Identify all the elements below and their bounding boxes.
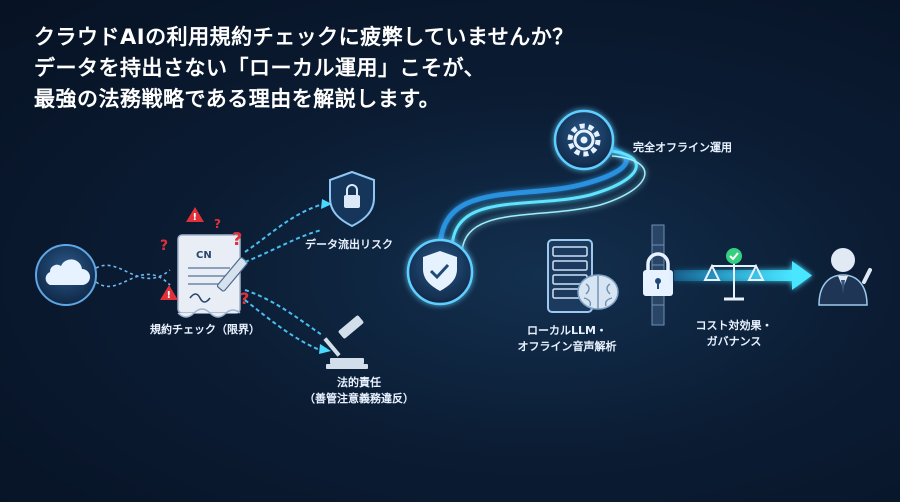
svg-text:?: ? <box>232 229 242 250</box>
label-offline-operation: 完全オフライン運用 <box>633 141 732 154</box>
svg-text:!: ! <box>167 290 172 301</box>
headline-line-3: 最強の法務戦略である理由を解説します。 <box>34 87 441 111</box>
arrow-heads <box>319 199 332 354</box>
svg-text:?: ? <box>240 289 249 308</box>
padlock-icon <box>643 252 673 296</box>
label-cost-line-2: ガバナンス <box>706 335 762 348</box>
cloud-to-document-links <box>95 264 171 288</box>
headline-line-2: データを持出さない「ローカル運用」こそが、 <box>34 56 486 80</box>
label-local-llm: ローカルLLM・ オフライン音声解析 <box>512 323 622 355</box>
warning-icon: ! <box>160 285 178 301</box>
label-data-leak: データ流出リスク <box>305 238 393 251</box>
label-legal-liability-line-2: （善管注意義務違反） <box>304 392 414 405</box>
leak-arrows <box>244 204 323 351</box>
check-green-icon <box>726 248 742 264</box>
label-legal-liability-line-1: 法的責任 <box>337 376 381 389</box>
label-contract-check: 規約チェック（限界） <box>150 323 260 336</box>
svg-text:?: ? <box>214 217 221 231</box>
gavel-icon <box>323 315 368 369</box>
cloud-icon <box>35 244 97 306</box>
gear-icon <box>553 109 615 171</box>
label-cost-governance: コスト対効果・ ガバナンス <box>688 318 780 350</box>
ribbon-to-offline <box>437 142 646 253</box>
question-icon: ? ? ? ? <box>160 217 249 308</box>
document-mark: CN <box>196 250 212 261</box>
shield-check-icon <box>406 238 474 306</box>
label-cost-line-1: コスト対効果・ <box>695 319 773 332</box>
warning-icon: ! <box>186 207 204 223</box>
label-legal-liability: 法的責任 （善管注意義務違反） <box>300 375 418 407</box>
label-local-llm-line-2: オフライン音声解析 <box>517 340 617 353</box>
svg-text:!: ! <box>193 212 198 223</box>
businessman-icon <box>818 248 872 306</box>
contract-document-icon: CN <box>177 234 248 318</box>
label-local-llm-line-1: ローカルLLM・ <box>527 324 607 337</box>
shield-lock-icon <box>329 170 375 228</box>
scales-icon <box>703 262 765 301</box>
headline: クラウドAIの利用規約チェックに疲弊していませんか？ データを持出さない「ローカ… <box>34 22 574 115</box>
sound-wave <box>474 240 647 310</box>
svg-text:?: ? <box>160 238 168 254</box>
brain-icon <box>577 274 619 310</box>
pen-icon <box>216 257 248 292</box>
headline-line-1: クラウドAIの利用規約チェックに疲弊していませんか？ <box>34 25 574 49</box>
